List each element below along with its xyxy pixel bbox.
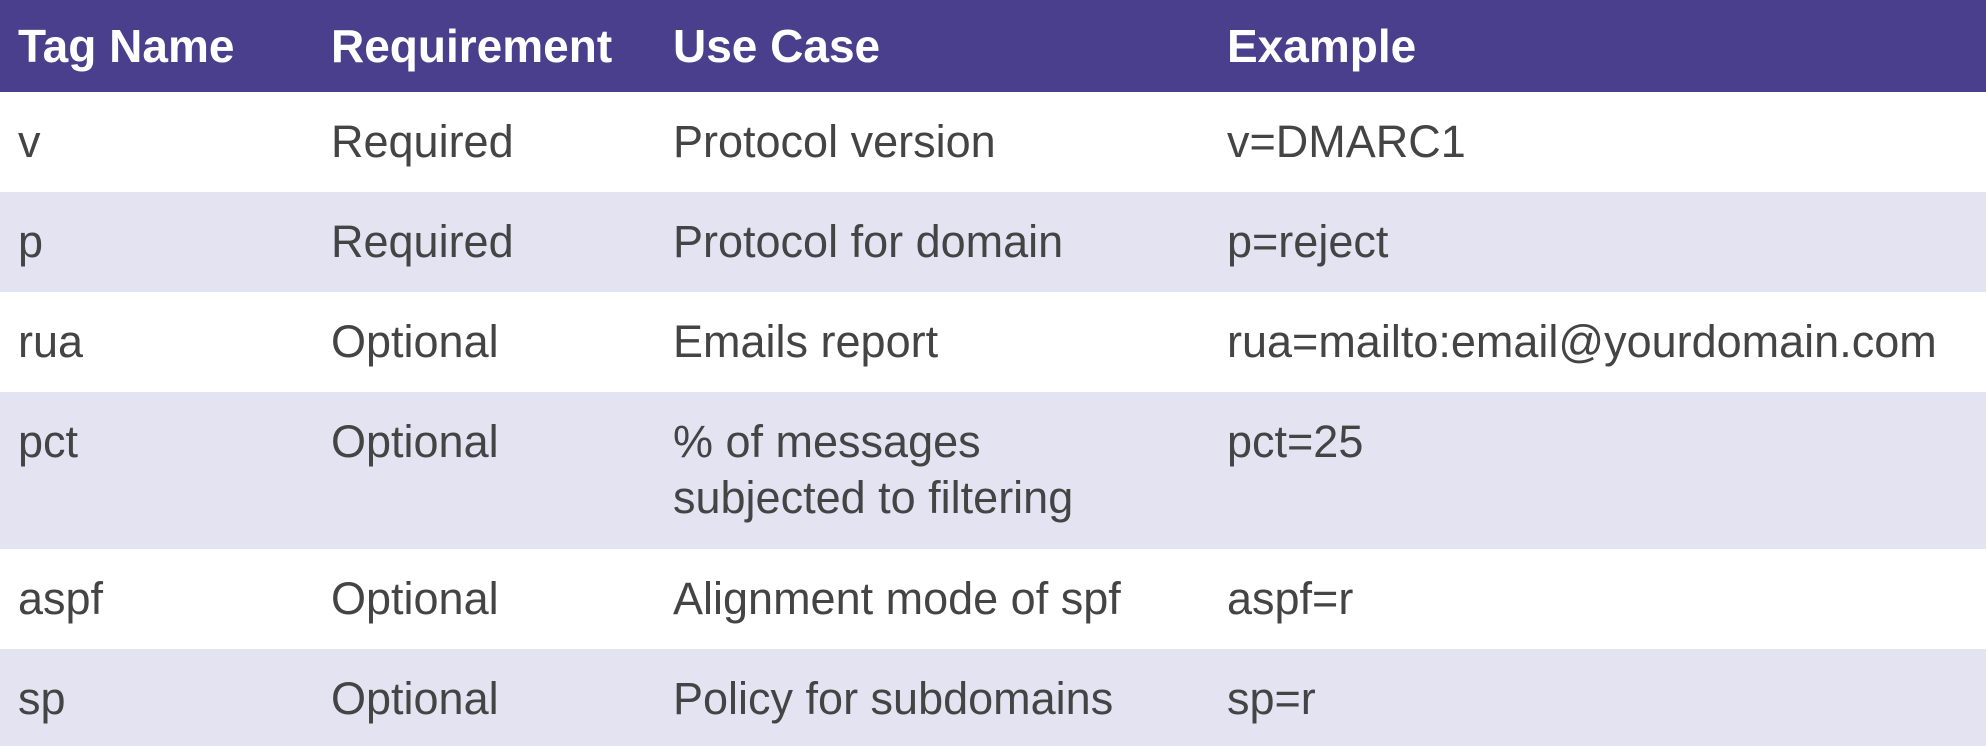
use-case-cell: % of messages subjected to filtering bbox=[655, 392, 1209, 549]
tag-cell: sp bbox=[18, 673, 66, 724]
use-case-line: Alignment mode of spf bbox=[673, 573, 1121, 624]
use-case-line: Policy for subdomains bbox=[673, 673, 1114, 724]
use-case-line: Protocol version bbox=[673, 116, 996, 167]
header-requirement: Requirement bbox=[331, 20, 613, 72]
tag-cell: rua bbox=[18, 316, 84, 367]
table-row: sp Optional Policy for subdomains sp=r bbox=[0, 649, 1986, 746]
use-case-cell: Protocol version bbox=[655, 92, 1209, 192]
example-cell: v=DMARC1 bbox=[1227, 116, 1466, 167]
example-cell: aspf=r bbox=[1227, 573, 1354, 624]
use-case-line: subjected to filtering bbox=[673, 472, 1074, 523]
requirement-cell: Required bbox=[331, 216, 514, 267]
requirement-cell: Optional bbox=[331, 316, 499, 367]
tag-cell: p bbox=[18, 216, 44, 267]
table-row: v Required Protocol version v=DMARC1 bbox=[0, 92, 1986, 192]
tag-cell: v bbox=[18, 116, 41, 167]
table-row: aspf Optional Alignment mode of spf aspf… bbox=[0, 549, 1986, 649]
header-tag-name: Tag Name bbox=[18, 20, 235, 72]
requirement-cell: Required bbox=[331, 116, 514, 167]
table-header-row: Tag Name Requirement Use Case Example bbox=[0, 0, 1986, 92]
table-row: rua Optional Emails report rua=mailto:em… bbox=[0, 292, 1986, 392]
table-row: p Required Protocol for domain p=reject bbox=[0, 192, 1986, 292]
use-case-cell: Policy for subdomains bbox=[655, 649, 1209, 746]
header-use-case: Use Case bbox=[673, 20, 881, 72]
tag-cell: pct bbox=[18, 416, 79, 467]
use-case-cell: Emails report bbox=[655, 292, 1209, 392]
requirement-cell: Optional bbox=[331, 416, 499, 467]
use-case-cell: Protocol for domain bbox=[655, 192, 1209, 292]
tag-cell: aspf bbox=[18, 573, 104, 624]
use-case-line: Emails report bbox=[673, 316, 939, 367]
requirement-cell: Optional bbox=[331, 673, 499, 724]
use-case-cell: Alignment mode of spf bbox=[655, 549, 1209, 649]
example-cell: pct=25 bbox=[1227, 416, 1364, 467]
example-cell: sp=r bbox=[1227, 673, 1316, 724]
example-cell: p=reject bbox=[1227, 216, 1389, 267]
requirement-cell: Optional bbox=[331, 573, 499, 624]
use-case-line: % of messages bbox=[673, 416, 981, 467]
example-cell: rua=mailto:email@yourdomain.com bbox=[1227, 316, 1937, 367]
use-case-line: Protocol for domain bbox=[673, 216, 1064, 267]
table-row: pct Optional % of messages subjected to … bbox=[0, 392, 1986, 549]
header-example: Example bbox=[1227, 20, 1417, 72]
